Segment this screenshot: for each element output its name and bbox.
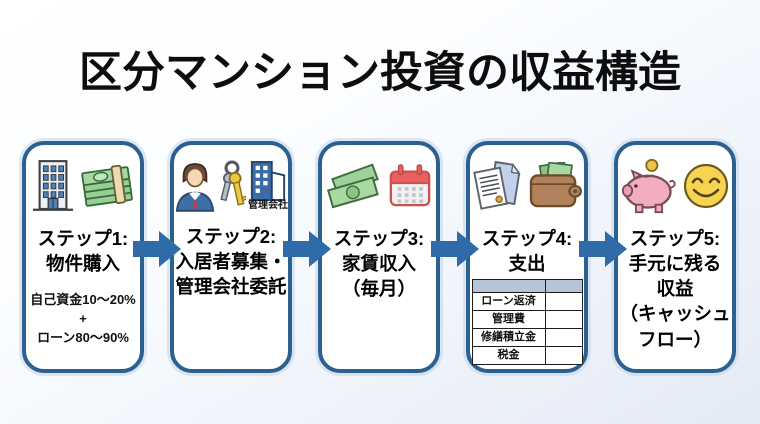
expense-row-management-fee: 管理費 xyxy=(471,310,583,330)
flow-arrow-3 xyxy=(431,231,479,267)
expense-row-loan: ローン返済 xyxy=(471,292,583,312)
office-building-icon xyxy=(250,161,286,201)
step-card-4: ステップ4: 支出 ローン返済 管理費 修繕積立金 税金 xyxy=(466,141,588,373)
step-3-title-line: ステップ3: xyxy=(333,228,425,249)
step-card-3: ステップ3: 家賃収入 （毎月） xyxy=(318,141,440,373)
step-3-title-line: 家賃収入 xyxy=(341,253,416,275)
step-5-title-line: フロー） xyxy=(637,328,712,350)
step-2-title-line: 入居者募集・ xyxy=(175,251,287,273)
step-card-2: 管理会社 ステップ2: 入居者募集・ 管理会社委託 xyxy=(170,141,292,373)
building-icon xyxy=(32,160,74,211)
step-1-funding-detail: 自己資金10～20% + ローン80～90% xyxy=(30,291,135,348)
step-3-icons xyxy=(326,157,432,215)
step-4-title-line: 支出 xyxy=(508,253,546,275)
step-4-title-line: ステップ4: xyxy=(481,228,573,249)
step-card-5: ステップ5: 手元に残る 収益 （キャッシュ フロー） xyxy=(614,141,736,373)
step-4-title: ステップ4: 支出 xyxy=(482,226,572,276)
step-2-title: ステップ2: 入居者募集・ 管理会社委託 xyxy=(175,224,286,299)
wallet-icon xyxy=(529,162,582,208)
step-5-icons xyxy=(620,157,730,215)
expense-table: ローン返済 管理費 修繕積立金 税金 xyxy=(471,279,583,366)
flow-arrow-2 xyxy=(283,231,331,267)
step-1-title-line: ステップ1: xyxy=(37,228,129,249)
step-4-icons xyxy=(471,157,583,215)
page-title: 区分マンション投資の収益構造 xyxy=(79,49,681,97)
step-5-title-line: ステップ5: xyxy=(629,228,721,249)
cash-bills-icon xyxy=(326,163,379,209)
step-5-title-line: 手元に残る xyxy=(628,253,722,275)
step-1-title-line: 物件購入 xyxy=(45,253,120,275)
flow-arrow-1 xyxy=(133,231,181,267)
loan-text: ローン80～90% xyxy=(37,330,129,345)
management-company-label: 管理会社 xyxy=(248,200,288,211)
expense-row-repair-reserve: 修繕積立金 xyxy=(471,328,583,348)
expense-row-tax: 税金 xyxy=(471,346,583,366)
step-2-title-line: 管理会社委託 xyxy=(175,276,287,298)
keys-icon xyxy=(220,160,246,206)
smiley-face-icon xyxy=(683,163,729,209)
step-5-title-line: （キャッシュ xyxy=(619,303,731,325)
step-3-title-line: （毎月） xyxy=(341,278,416,300)
step-1-title: ステップ1: 物件購入 xyxy=(38,226,128,276)
step-5-title-line: 収益 xyxy=(656,278,694,300)
invoice-documents-icon xyxy=(473,160,521,210)
step-3-title: ステップ3: 家賃収入 （毎月） xyxy=(334,226,424,301)
calendar-icon xyxy=(389,164,431,207)
piggy-bank-icon xyxy=(621,158,676,214)
flow-arrow-4 xyxy=(579,231,627,267)
own-funds-text: 自己資金10～20% xyxy=(30,292,136,308)
step-5-title: ステップ5: 手元に残る 収益 （キャッシュ フロー） xyxy=(619,226,730,352)
businessman-icon xyxy=(175,163,215,212)
step-2-title-line: ステップ2: xyxy=(185,226,277,247)
step-card-1: ステップ1: 物件購入 自己資金10～20% + ローン80～90% xyxy=(22,141,144,373)
plus-sign: + xyxy=(79,311,87,327)
money-stack-icon xyxy=(81,164,133,207)
step-1-icons xyxy=(31,157,135,215)
expense-table-header-row xyxy=(471,279,583,294)
step-2-icons: 管理会社 xyxy=(174,157,288,215)
